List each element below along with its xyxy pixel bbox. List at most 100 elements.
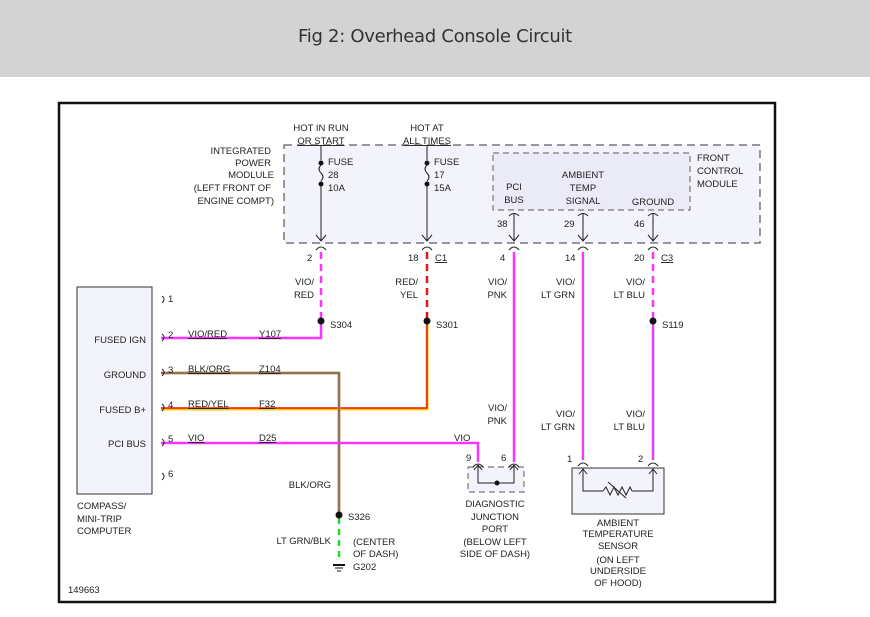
ground-location-label: (CENTER OF DASH) <box>353 537 398 560</box>
sensor-connector-icon <box>577 462 659 492</box>
fuse-17-label: FUSE 17 15A <box>434 157 459 194</box>
wire-label-blk-org: BLK/ORG <box>289 480 331 491</box>
svg-text:HOT AT: HOT AT <box>410 123 444 134</box>
thermistor-icon <box>602 481 633 499</box>
fcm-label: FRONT CONTROL MODULE <box>697 153 743 190</box>
svg-text:(CENTER: (CENTER <box>353 537 395 548</box>
ipm-pin-2: 2 <box>307 253 312 264</box>
wire-label-vio-red: VIO/ RED <box>294 277 314 301</box>
figure-title: Fig 2: Overhead Console Circuit <box>298 26 572 47</box>
svg-text:VIO/RED: VIO/RED <box>188 329 227 340</box>
wire-label-vio-lt-blu-bottom: VIO/ LT BLU <box>614 409 646 433</box>
connector-sockets <box>315 246 659 251</box>
svg-text:FUSED IGN: FUSED IGN <box>94 335 146 346</box>
svg-text:VIO/: VIO/ <box>295 277 314 288</box>
svg-text:LT GRN: LT GRN <box>541 290 575 301</box>
svg-text:RED: RED <box>294 290 314 301</box>
fcm-pin-38: 38 <box>497 219 508 230</box>
fcm-pin-20: 20 <box>634 253 645 264</box>
svg-text:FRONT: FRONT <box>697 153 730 164</box>
sensor-pin-1: 1 <box>567 454 572 465</box>
svg-text:VIO/: VIO/ <box>626 277 645 288</box>
connector-c3: C3 <box>661 253 673 264</box>
svg-text:10A: 10A <box>328 183 346 194</box>
svg-text:Z104: Z104 <box>259 364 281 375</box>
svg-text:TEMP: TEMP <box>570 183 596 194</box>
svg-text:TEMPERATURE: TEMPERATURE <box>582 529 653 540</box>
svg-text:CONTROL: CONTROL <box>697 166 743 177</box>
svg-text:RED/: RED/ <box>395 277 418 288</box>
svg-text:VIO/: VIO/ <box>556 409 575 420</box>
djp-pin-9: 9 <box>466 453 471 464</box>
ground-icon <box>333 564 345 572</box>
figure-number: 149663 <box>68 585 100 596</box>
svg-text:MODULE: MODULE <box>697 179 738 190</box>
svg-text:HOT IN RUN: HOT IN RUN <box>293 123 348 134</box>
djp-pin-6: 6 <box>501 453 506 464</box>
compass-label: COMPASS/ MINI-TRIP COMPUTER <box>77 501 132 537</box>
svg-text:JUNCTION: JUNCTION <box>471 512 519 523</box>
fcm-pin-4: 4 <box>500 253 505 264</box>
svg-text:OR START: OR START <box>297 136 344 147</box>
svg-text:SIGNAL: SIGNAL <box>566 196 601 207</box>
svg-text:AMBIENT: AMBIENT <box>597 518 639 529</box>
compass-circuit-ids: Y107 Z104 F32 D25 <box>259 329 281 444</box>
fcm-ambient-label: AMBIENT TEMP SIGNAL <box>562 170 604 207</box>
splice-s119 <box>649 317 657 325</box>
svg-text:GROUND: GROUND <box>104 370 146 381</box>
wire-label-red-yel: RED/ YEL <box>395 277 418 301</box>
svg-text:VIO/: VIO/ <box>626 409 645 420</box>
svg-text:BLK/ORG: BLK/ORG <box>188 364 230 375</box>
svg-text:AMBIENT: AMBIENT <box>562 170 604 181</box>
fcm-ground-label: GROUND <box>632 197 674 208</box>
ground-g202-label: G202 <box>353 562 376 573</box>
fcm-pci-label: PCI BUS <box>504 182 524 206</box>
fcm-pin-14: 14 <box>565 253 576 264</box>
fuse-28-icon <box>315 146 327 242</box>
svg-text:BUS: BUS <box>504 195 524 206</box>
fuse-17-icon <box>421 146 433 242</box>
svg-text:6: 6 <box>168 469 173 480</box>
wire-label-vio-lt-grn-top: VIO/ LT GRN <box>541 277 575 301</box>
wire-f32 <box>161 322 428 409</box>
svg-text:FUSED B+: FUSED B+ <box>99 405 146 416</box>
svg-text:PCI: PCI <box>506 182 522 193</box>
wire-label-vio-pnk-top: VIO/ PNK <box>487 277 507 301</box>
compass-module-box <box>76 286 153 495</box>
svg-text:PCI BUS: PCI BUS <box>108 439 146 450</box>
svg-text:OF DASH): OF DASH) <box>353 549 398 560</box>
svg-text:FUSE: FUSE <box>328 157 353 168</box>
svg-text:PNK: PNK <box>487 416 507 427</box>
svg-text:SENSOR: SENSOR <box>598 541 638 552</box>
svg-text:LT BLU: LT BLU <box>614 422 645 433</box>
svg-text:LT BLU: LT BLU <box>614 290 645 301</box>
svg-text:3: 3 <box>168 365 173 376</box>
svg-text:15A: 15A <box>434 183 452 194</box>
wire-label-vio: VIO <box>454 433 470 444</box>
compass-pin-numbers: 1 2 3 4 5 6 <box>168 294 173 480</box>
svg-text:INTEGRATED: INTEGRATED <box>210 146 271 157</box>
svg-text:MINI-TRIP: MINI-TRIP <box>77 514 122 525</box>
svg-text:(ON LEFT: (ON LEFT <box>596 555 639 566</box>
fcm-pin-46: 46 <box>634 219 645 230</box>
wire-y107 <box>161 322 323 340</box>
svg-text:VIO/: VIO/ <box>488 277 507 288</box>
figure-header: Fig 2: Overhead Console Circuit <box>0 0 870 77</box>
svg-text:YEL: YEL <box>400 290 418 301</box>
svg-text:Y107: Y107 <box>259 329 281 340</box>
wire-label-vio-lt-blu-top: VIO/ LT BLU <box>614 277 646 301</box>
compass-pins <box>161 295 165 481</box>
djp-label: DIAGNOSTIC JUNCTION PORT (BELOW LEFT SID… <box>460 499 530 560</box>
svg-text:MODLULE: MODLULE <box>228 170 274 181</box>
fuse-28-label: FUSE 28 10A <box>328 157 353 194</box>
svg-text:F32: F32 <box>259 399 275 410</box>
svg-text:4: 4 <box>168 400 173 411</box>
sensor-label: AMBIENT TEMPERATURE SENSOR (ON LEFT UNDE… <box>582 518 653 589</box>
svg-text:1: 1 <box>168 294 173 305</box>
splice-s301 <box>423 317 431 325</box>
connector-c1: C1 <box>435 253 447 264</box>
svg-text:COMPUTER: COMPUTER <box>77 526 132 537</box>
ipm-label: INTEGRATED POWER MODLULE (LEFT FRONT OF … <box>194 146 274 207</box>
svg-text:DIAGNOSTIC: DIAGNOSTIC <box>465 499 524 510</box>
